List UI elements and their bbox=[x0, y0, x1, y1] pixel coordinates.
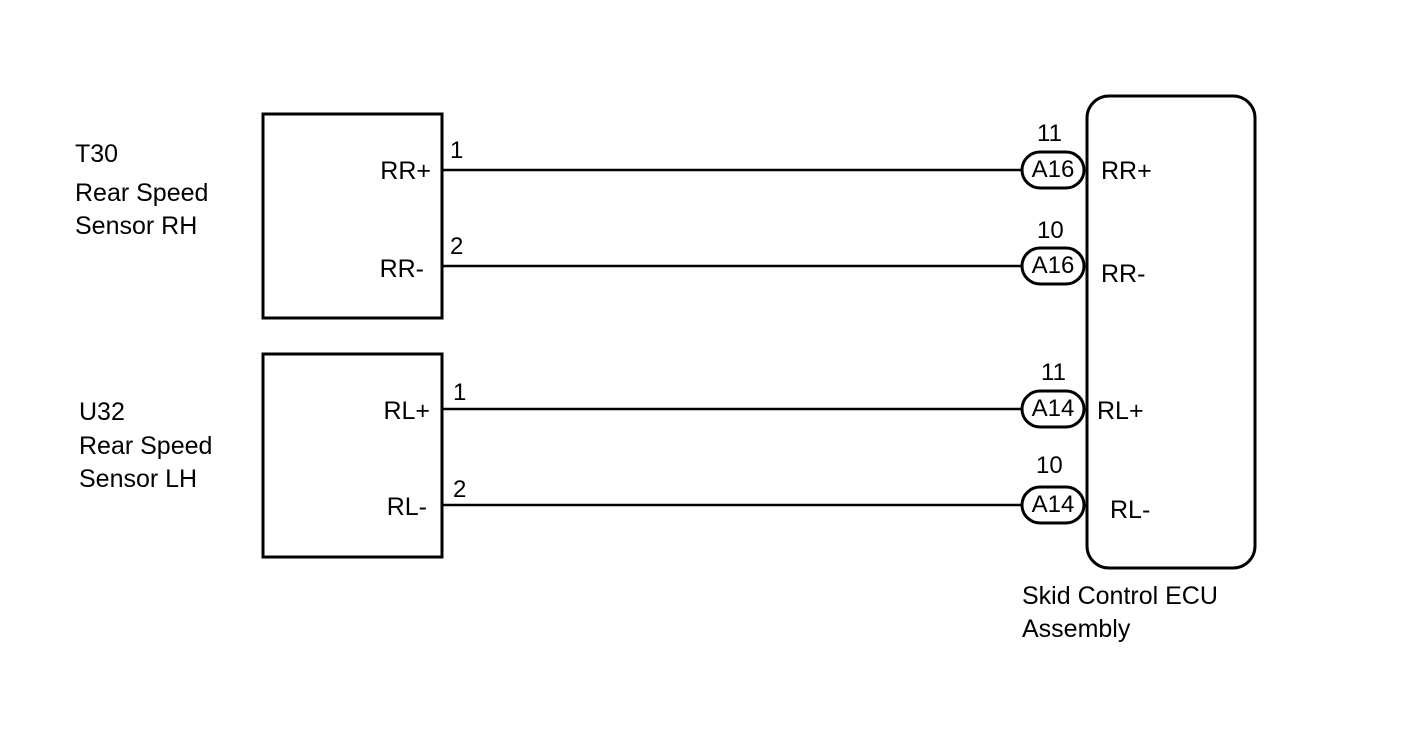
sensor-lh-code: U32 bbox=[79, 398, 125, 426]
ecu-signal-rl-minus: RL- bbox=[1110, 496, 1151, 524]
ecu-pin-number-rr-plus: 11 bbox=[1037, 120, 1062, 147]
connector-oval-rr-minus bbox=[1020, 246, 1086, 286]
ecu-pin-number-rl-plus: 11 bbox=[1041, 359, 1066, 386]
ecu-name-line1: Skid Control ECU bbox=[1022, 582, 1218, 610]
sensor-rh-signal-rr-minus: RR- bbox=[379, 255, 424, 283]
sensor-rh-box bbox=[261, 112, 444, 320]
sensor-lh-signal-rl-plus: RL+ bbox=[383, 397, 430, 425]
ecu-name-line2: Assembly bbox=[1022, 615, 1131, 643]
sensor-rh-name-line2: Sensor RH bbox=[75, 212, 198, 240]
ecu-signal-rr-plus: RR+ bbox=[1101, 157, 1152, 185]
sensor-rh-signal-rr-plus: RR+ bbox=[380, 157, 431, 185]
sensor-rh-pin-1: 1 bbox=[450, 137, 464, 164]
ecu-signal-rr-minus: RR- bbox=[1101, 260, 1146, 288]
connector-oval-rl-plus bbox=[1020, 389, 1086, 429]
sensor-rh-name-line1: Rear Speed bbox=[75, 179, 209, 207]
sensor-lh-pin-1: 1 bbox=[453, 379, 467, 406]
sensor-lh-name-line2: Sensor LH bbox=[79, 465, 198, 493]
sensor-lh-pin-2: 2 bbox=[453, 476, 467, 503]
ecu-signal-rl-plus: RL+ bbox=[1097, 397, 1144, 425]
sensor-lh-box bbox=[261, 352, 444, 559]
ecu-connector-code-rr-minus: A16 bbox=[1031, 252, 1075, 279]
ecu-pin-number-rl-minus: 10 bbox=[1036, 452, 1063, 479]
ecu-connector-code-rl-minus: A14 bbox=[1031, 491, 1075, 518]
ecu-pin-number-rr-minus: 10 bbox=[1037, 217, 1064, 244]
sensor-rh-code: T30 bbox=[75, 140, 119, 168]
sensor-rh-pin-2: 2 bbox=[450, 233, 464, 260]
ecu-connector-code-rr-plus: A16 bbox=[1031, 156, 1075, 183]
sensor-lh-name-line1: Rear Speed bbox=[79, 432, 213, 460]
connector-oval-rr-plus bbox=[1020, 150, 1086, 190]
ecu-box bbox=[1085, 94, 1257, 570]
ecu-connector-code-rl-plus: A14 bbox=[1031, 395, 1075, 422]
sensor-lh-signal-rl-minus: RL- bbox=[386, 493, 427, 521]
connector-oval-rl-minus bbox=[1020, 485, 1086, 525]
